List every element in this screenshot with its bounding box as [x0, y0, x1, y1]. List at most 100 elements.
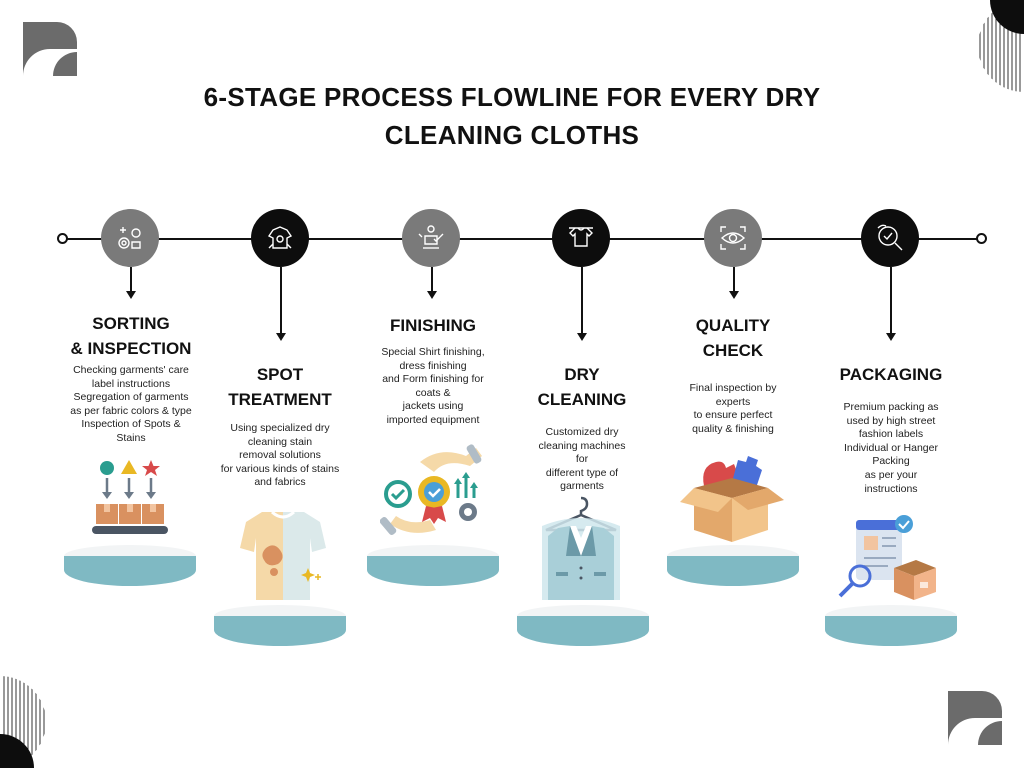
stage-title-line: CHECK: [702, 341, 764, 360]
stage-1-connector: [130, 267, 132, 291]
description-line: Stains: [116, 431, 146, 444]
stage-6-connector: [890, 267, 892, 333]
timeline-line: [62, 238, 982, 240]
stage-4-arrow-head: [577, 333, 587, 341]
stage-2-connector: [280, 267, 282, 333]
sorting-icon: [118, 227, 141, 249]
stage-title-line: & INSPECTION: [70, 339, 192, 358]
description-line: Final inspection by: [689, 382, 777, 394]
stage-6-node: [861, 209, 919, 267]
description-line: label instructions: [91, 377, 171, 390]
page-title: 6-STAGE PROCESS FLOWLINE FOR EVERY DRY C…: [150, 78, 874, 154]
description-line: Checking garments' care: [73, 364, 189, 376]
description-line: different type of: [545, 466, 619, 479]
title-line-1: 6-STAGE PROCESS FLOWLINE FOR EVERY DRY: [203, 82, 821, 112]
description-line: imported equipment: [386, 413, 480, 426]
description-line: coats &: [415, 386, 451, 399]
stage-3-node: [402, 209, 460, 267]
stage-1-title: SORTING & INSPECTION: [40, 311, 222, 361]
stage-title-line: FINISHING: [390, 316, 476, 335]
description-line: garments: [560, 480, 604, 493]
stage-4-pedestal-band: [517, 616, 649, 646]
stage-1-arrow-head: [126, 291, 136, 299]
stage-5-pedestal-band: [667, 556, 799, 586]
stage-title-line: PACKAGING: [839, 365, 943, 384]
stage-4-title: DRY CLEANING: [493, 362, 671, 412]
description-line: to ensure perfect: [693, 409, 773, 422]
description-line: and fabrics: [254, 476, 306, 489]
description-line: Premium packing as: [843, 401, 939, 413]
title-line-2: CLEANING CLOTHS: [384, 120, 640, 150]
description-line: quality & finishing: [692, 422, 774, 435]
spot-treatment-icon: [267, 226, 293, 249]
stage-2-title: SPOT TREATMENT: [190, 362, 370, 412]
brand-logo-bottom-right: [948, 691, 1002, 745]
stage-title-line: DRY: [564, 365, 600, 384]
timeline-end-dot: [976, 233, 987, 244]
stage-2-node: [251, 209, 309, 267]
description-line: fashion labels: [858, 428, 924, 441]
packaging-icon: [877, 224, 903, 251]
decorative-stripes-top-right: [979, 0, 1024, 92]
description-line: jackets using: [402, 400, 464, 413]
stage-1-pedestal-band: [64, 556, 196, 586]
stained-shirt-illustration: [240, 510, 326, 600]
description-line: Packing: [872, 455, 910, 468]
stage-4-connector: [581, 267, 583, 333]
description-line: Individual or Hanger: [844, 441, 938, 454]
description-line: for: [575, 453, 589, 466]
description-line: used by high street: [846, 414, 936, 427]
clothes-box-illustration: [680, 456, 784, 542]
stage-2-arrow-head: [276, 333, 286, 341]
stage-4-node: [552, 209, 610, 267]
stage-1-node: [101, 209, 159, 267]
description-line: Special Shirt finishing,: [381, 346, 485, 358]
stage-title-line: SPOT: [256, 365, 304, 384]
description-line: Segregation of garments: [73, 391, 189, 404]
stage-title-line: SORTING: [92, 314, 170, 333]
description-line: Inspection of Spots &: [81, 418, 181, 431]
dry-cleaning-icon: [569, 227, 593, 247]
decorative-stripes-bottom-left: [0, 676, 45, 768]
quality-check-icon: [720, 226, 746, 250]
stage-5-connector: [733, 267, 735, 291]
stage-title-line: CLEANING: [537, 390, 627, 409]
stage-2-pedestal-band: [214, 616, 346, 646]
stage-6-title: PACKAGING: [801, 362, 981, 387]
description-line: for various kinds of stains: [220, 462, 340, 475]
description-line: and Form finishing for: [382, 373, 484, 386]
description-line: instructions: [864, 482, 918, 495]
stage-3-connector: [431, 267, 433, 291]
stage-6-pedestal-band: [825, 616, 957, 646]
packaging-illustration: [838, 515, 936, 600]
description-line: experts: [715, 395, 751, 408]
brand-logo-top-left: [23, 22, 77, 76]
description-line: as per fabric colors & type: [70, 404, 192, 417]
suit-on-hanger-illustration: [542, 496, 620, 600]
stage-5-node: [704, 209, 762, 267]
finishing-icon: [418, 225, 444, 249]
stage-title-line: TREATMENT: [228, 390, 332, 409]
finishing-illustration: [380, 444, 482, 536]
stage-5-title: QUALITY CHECK: [644, 313, 822, 363]
timeline-start-dot: [57, 233, 68, 244]
description-line: Using specialized dry: [230, 422, 330, 434]
stage-6-arrow-head: [886, 333, 896, 341]
description-line: cleaning machines: [538, 439, 626, 452]
sorting-illustration: [92, 460, 168, 534]
stage-3-arrow-head: [427, 291, 437, 299]
stage-3-pedestal-band: [367, 556, 499, 586]
description-line: dress finishing: [399, 359, 467, 372]
description-line: as per your: [864, 468, 918, 481]
description-line: Customized dry: [545, 426, 619, 438]
stage-5-arrow-head: [729, 291, 739, 299]
stage-3-title: FINISHING: [344, 313, 522, 338]
description-line: removal solutions: [239, 449, 321, 462]
stage-title-line: QUALITY: [695, 316, 771, 335]
